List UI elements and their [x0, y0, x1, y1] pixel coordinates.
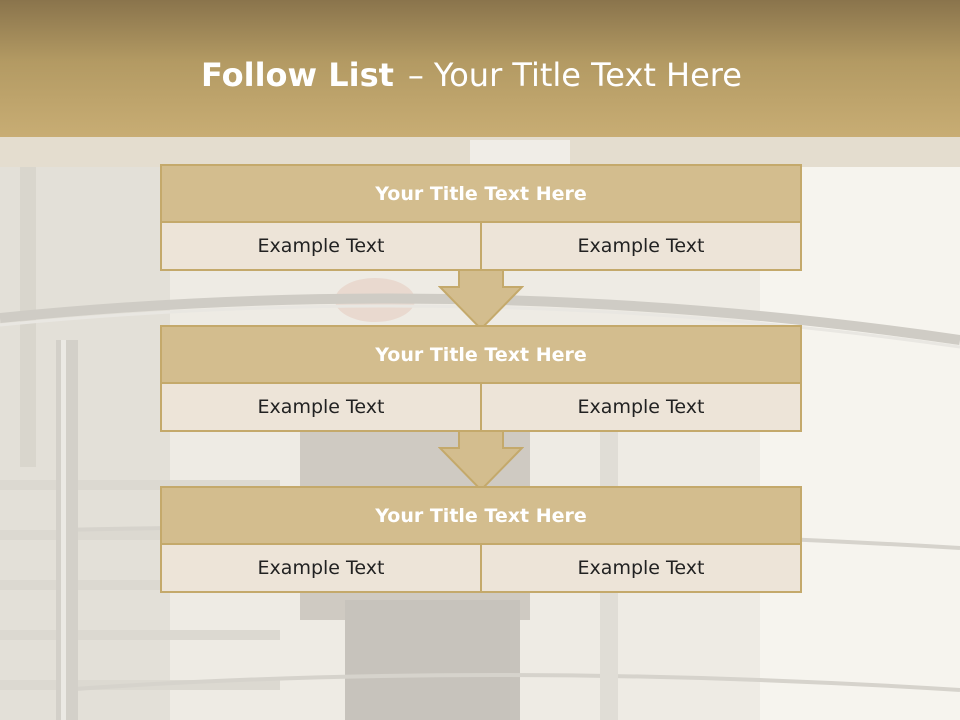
block-title: Your Title Text Here — [162, 327, 800, 382]
list-block-1: Your Title Text Here Example Text Exampl… — [160, 164, 802, 271]
title-separator: – — [407, 56, 424, 94]
block-cell-left: Example Text — [162, 545, 480, 591]
block-cell-right: Example Text — [482, 545, 800, 591]
slide-title: Follow List–Your Title Text Here — [0, 56, 943, 94]
down-arrow-icon — [438, 430, 524, 492]
list-block-2: Your Title Text Here Example Text Exampl… — [160, 325, 802, 432]
block-title: Your Title Text Here — [162, 166, 800, 221]
block-cell-right: Example Text — [482, 223, 800, 269]
down-arrow-icon — [438, 269, 524, 331]
block-cell-left: Example Text — [162, 223, 480, 269]
list-block-3: Your Title Text Here Example Text Exampl… — [160, 486, 802, 593]
block-cell-right: Example Text — [482, 384, 800, 430]
title-band — [0, 0, 960, 137]
block-title: Your Title Text Here — [162, 488, 800, 543]
block-cell-left: Example Text — [162, 384, 480, 430]
title-rest-text: Your Title Text Here — [433, 56, 742, 94]
title-bold-text: Follow List — [201, 56, 394, 94]
